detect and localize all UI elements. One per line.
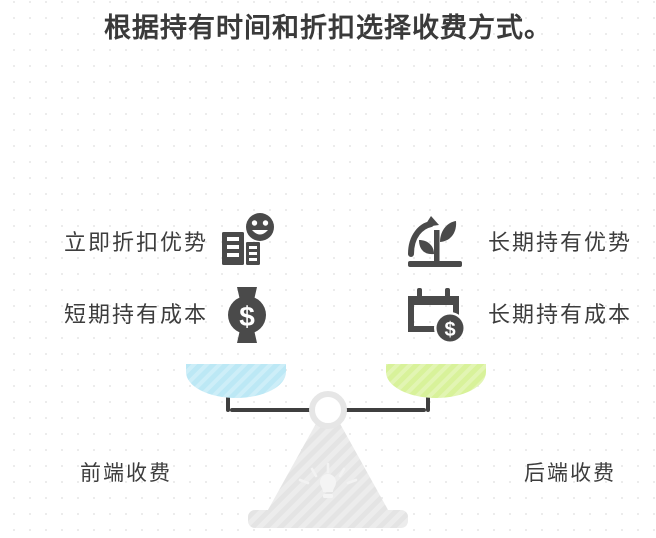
- left-row-advantage: 立即折扣优势: [18, 212, 280, 274]
- watch-dollar-icon: $: [214, 284, 280, 346]
- left-row-cost-label: 短期持有成本: [63, 302, 208, 327]
- building-smiley-icon: [214, 212, 280, 274]
- right-row-advantage-label: 长期持有优势: [488, 230, 633, 255]
- right-row-cost: $ 长期持有成本: [400, 284, 650, 346]
- svg-text:$: $: [444, 319, 455, 341]
- balance-pan-left: [186, 364, 286, 398]
- page-title: 根据持有时间和折扣选择收费方式。: [104, 13, 552, 43]
- back-end-fee-label: 后端收费: [524, 461, 616, 485]
- right-row-advantage: 长期持有优势: [400, 212, 650, 274]
- balance-pan-right: [386, 364, 486, 398]
- plant-growth-arrow-icon: [404, 212, 470, 274]
- left-row-cost: 短期持有成本 $: [18, 284, 280, 346]
- svg-text:$: $: [239, 301, 255, 332]
- right-row-cost-label: 长期持有成本: [488, 302, 633, 327]
- balance-pivot-ring: [309, 391, 347, 429]
- balance-base-lightbulb: [248, 402, 408, 528]
- calendar-dollar-icon: $: [404, 284, 470, 346]
- left-row-advantage-label: 立即折扣优势: [63, 230, 208, 255]
- balance-scale: [0, 352, 656, 538]
- front-end-fee-label: 前端收费: [80, 461, 172, 485]
